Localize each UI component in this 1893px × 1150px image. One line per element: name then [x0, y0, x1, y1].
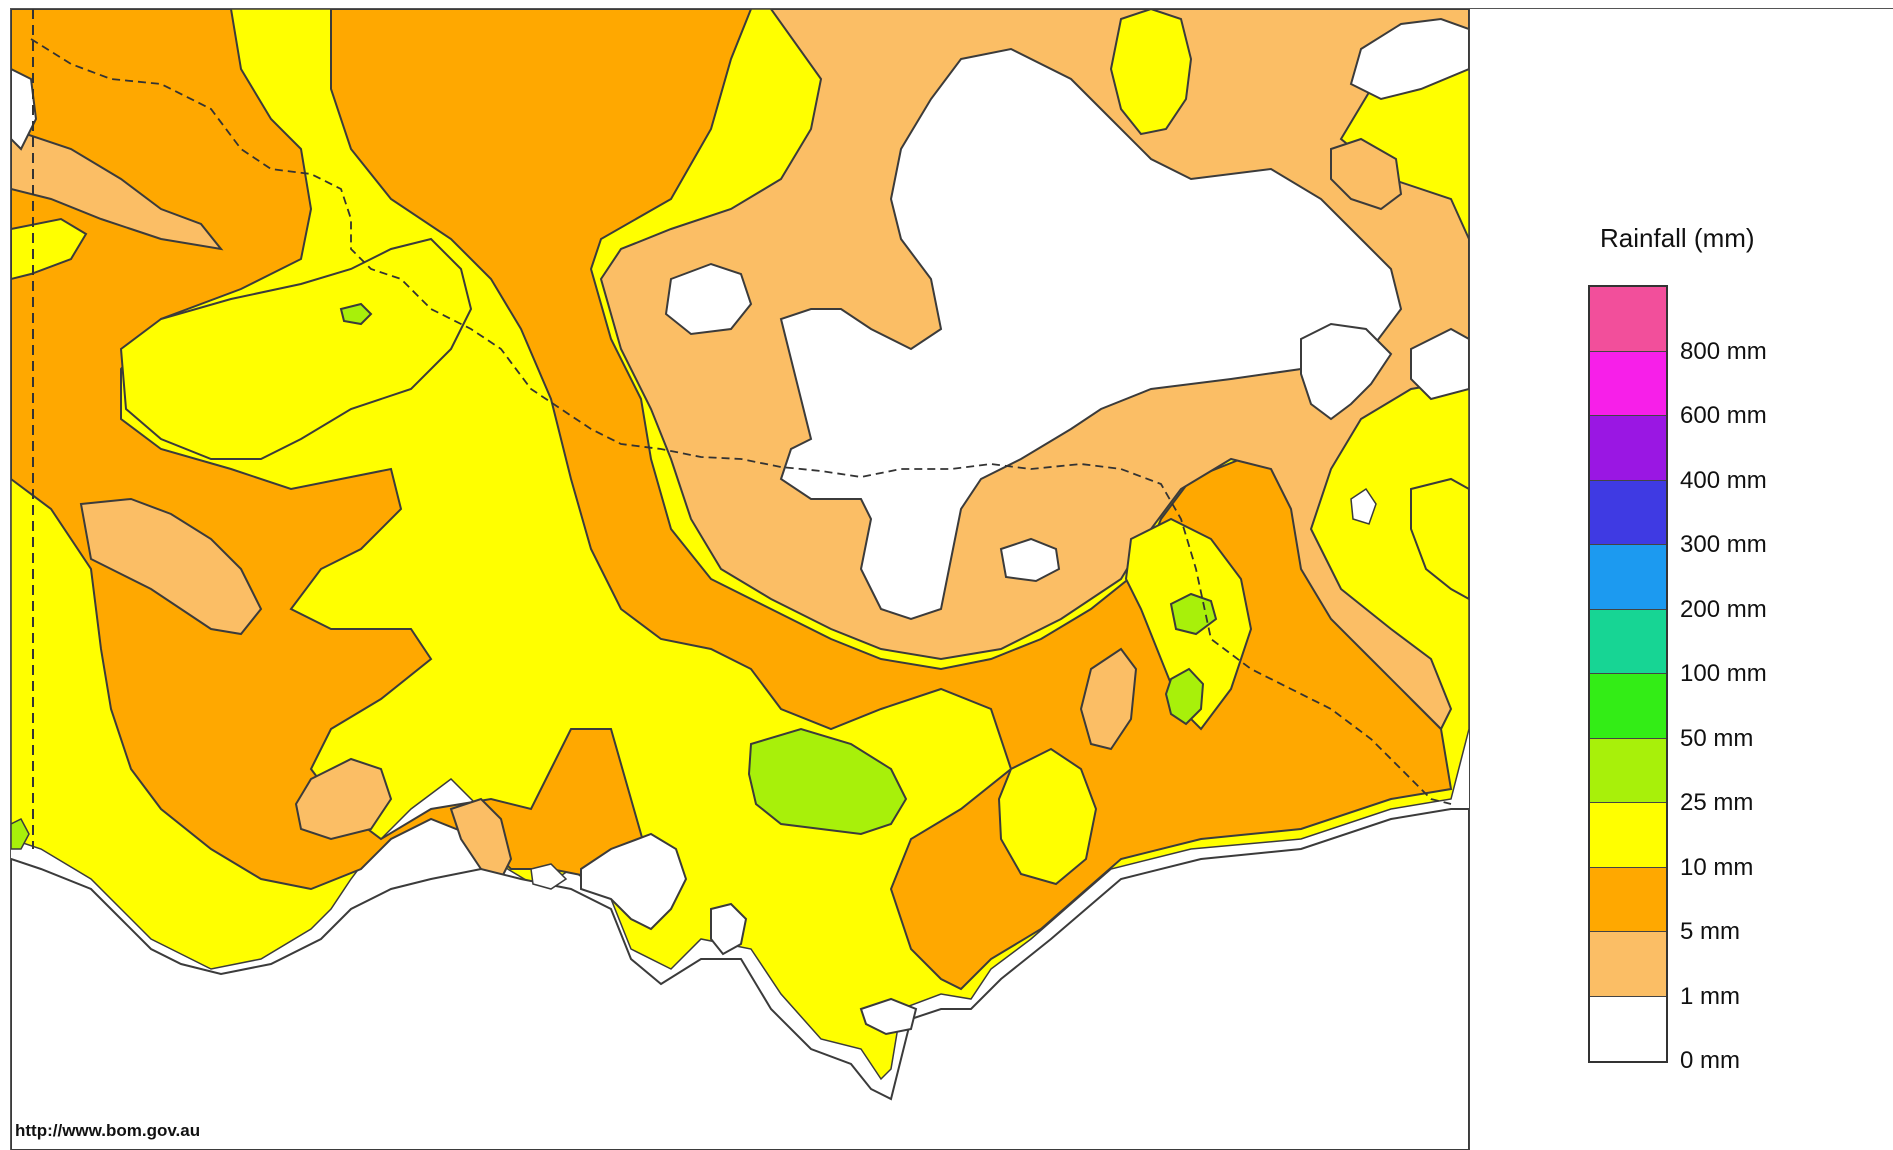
rain-zone-25mm [1164, 667, 1205, 726]
legend-tick-label: 800 mm [1680, 337, 1767, 365]
legend-tick-label: 5 mm [1680, 918, 1740, 945]
rain-zone-1mm [294, 757, 393, 841]
rain-zone-1mm [11, 127, 224, 251]
legend-swatch [1590, 609, 1666, 674]
rain-zone-10mm [997, 747, 1098, 886]
legend-tick-label: 100 mm [1680, 660, 1767, 687]
legend-swatch [1590, 996, 1666, 1061]
rain-zone-0mm [1410, 327, 1469, 401]
sea-area [710, 902, 748, 956]
legend-swatch [1590, 803, 1666, 868]
legend-tick-label: 1 mm [1680, 982, 1740, 1010]
legend-swatch [1590, 480, 1666, 545]
legend-swatch [1590, 416, 1666, 481]
sea-area [11, 808, 1469, 1150]
legend-swatch [1590, 738, 1666, 803]
legend-color-bar [1588, 285, 1668, 1063]
legend-tick-label: 25 mm [1680, 789, 1754, 816]
rain-zone-10mm [119, 237, 473, 460]
legend-panel: Rainfall (mm) 800 mm 600 mm 400 mm 300 mm 20… [1470, 8, 1893, 1150]
rain-zone-10mm [1109, 9, 1193, 136]
rain-zone-25mm [339, 302, 373, 326]
legend-tick-label: 0 mm [1680, 1047, 1740, 1074]
legend-swatch [1590, 351, 1666, 416]
rain-zone-25mm [1169, 592, 1218, 636]
legend-swatch [1590, 674, 1666, 739]
rain-zone-0mm [664, 262, 753, 336]
sea-area [859, 997, 918, 1036]
legend-title: Rainfall (mm) [1600, 223, 1755, 253]
sea-area [530, 863, 568, 890]
rainfall-map: http://www.bom.gov.au [11, 9, 1469, 1150]
legend-swatch [1590, 287, 1666, 352]
legend-swatch [1590, 867, 1666, 932]
sea-area [580, 832, 688, 931]
rain-zone-10mm [11, 217, 88, 281]
rain-zone-25mm [747, 727, 908, 836]
legend-tick-label: 400 mm [1680, 466, 1767, 494]
legend-swatch [1590, 932, 1666, 997]
rain-zone-0mm [779, 47, 1403, 621]
rain-zone-0mm [11, 67, 38, 151]
state-border [30, 38, 1452, 805]
legend-tick-label: 200 mm [1680, 595, 1767, 623]
rain-zone-1mm [449, 797, 513, 881]
legend-tick-label: 300 mm [1680, 531, 1767, 558]
rain-zone-0mm [999, 537, 1061, 583]
rain-zone-5mm [330, 9, 1453, 991]
legend-tick-label: 600 mm [1680, 402, 1767, 429]
rain-zone-10mm [1410, 477, 1469, 601]
legend-tick-label: 10 mm [1680, 853, 1754, 881]
rain-zone-0mm [1349, 17, 1469, 101]
rain-zone-1mm [1330, 137, 1403, 211]
map-credit: http://www.bom.gov.au [15, 1121, 200, 1140]
legend-swatch [1590, 545, 1666, 610]
rain-zone-1mm [1079, 647, 1138, 751]
rain-zone-0mm [1300, 322, 1393, 421]
rain-zone-25mm [11, 818, 30, 850]
rain-zone-0mm [1350, 487, 1377, 525]
map-panel: http://www.bom.gov.au [10, 8, 1471, 1150]
rain-zone-1mm [79, 497, 263, 636]
legend-tick-label: 50 mm [1680, 724, 1754, 752]
